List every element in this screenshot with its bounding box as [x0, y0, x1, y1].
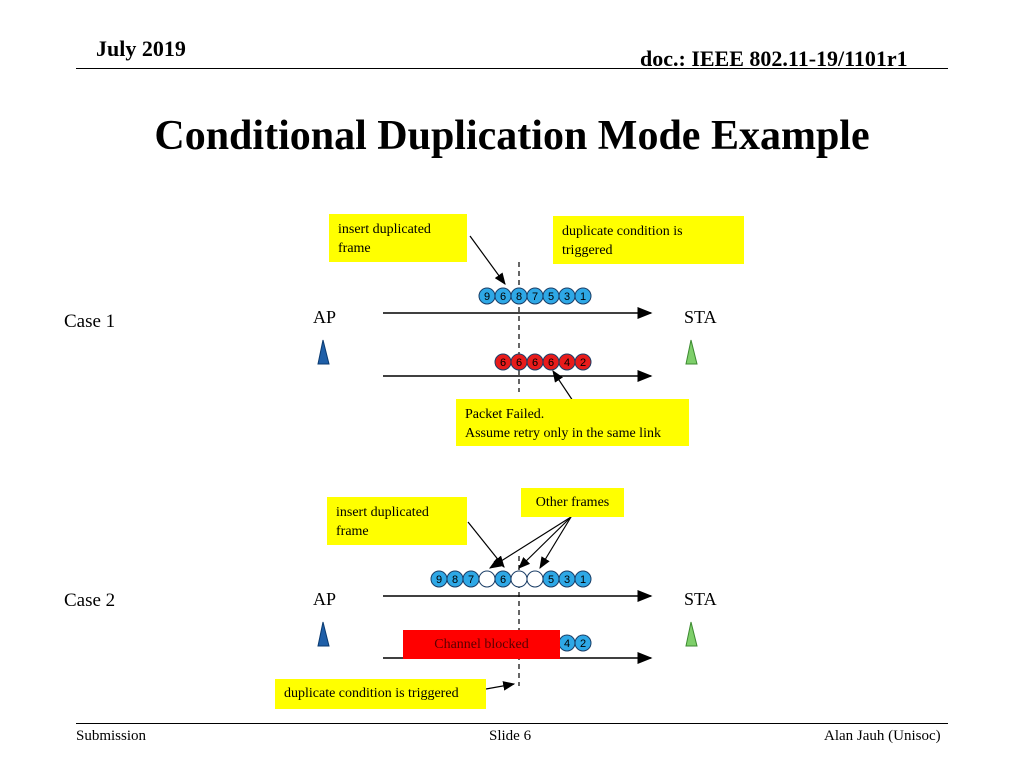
footer-author: Alan Jauh (Unisoc) [824, 728, 941, 744]
case2-link2-frame-label: 2 [580, 638, 586, 650]
case2-ap-label: AP [313, 589, 337, 609]
case1-link1-frame-label: 5 [548, 291, 554, 303]
case2-other-pointer-2 [518, 516, 572, 569]
case2-sta-antenna-icon [685, 621, 698, 647]
case2-other-pointer-3 [539, 516, 572, 570]
case1-sta-label: STA [684, 307, 717, 327]
case2-link1-frame-label: 8 [452, 574, 458, 586]
case1-link2-frame-label: 6 [500, 357, 506, 369]
case1-failed-line1: Packet Failed. [465, 407, 545, 422]
case1-link2-frame-circle [574, 353, 592, 371]
case2-link1-frame-label: 5 [548, 574, 554, 586]
case2-link1-frame-circle [478, 570, 496, 588]
case2-other-pointer-1 [488, 516, 572, 569]
case1-ap-label: AP [313, 307, 337, 327]
case1-failed-pointer [552, 370, 574, 402]
footer-rule [76, 723, 948, 724]
case1-link1-frame-label: 1 [580, 291, 586, 303]
case1-ap-antenna-icon [317, 339, 330, 365]
case2-triggered-pointer [485, 681, 516, 691]
case2-other-callout: Other frames [521, 488, 624, 517]
case1-link1-frame-label: 6 [500, 291, 506, 303]
case1-link1-frame-label: 8 [516, 291, 522, 303]
case2-link1-frame-label: 3 [564, 574, 570, 586]
footer-slide-number: Slide 6 [489, 728, 532, 744]
header-doc-id: doc.: IEEE 802.11-19/1101r1 [640, 46, 908, 71]
case2-link1-frame-circle [526, 570, 544, 588]
header-rule [76, 68, 948, 69]
case1-link1-frame-label: 9 [484, 291, 490, 303]
case1-link1-frame-label: 3 [564, 291, 570, 303]
case2-ap-antenna-icon [317, 621, 330, 647]
case2-insert-callout: insert duplicated frame [327, 497, 467, 545]
case2-link1-frame-label: 6 [500, 574, 506, 586]
case1-link2-frame-label: 4 [564, 357, 570, 369]
case2-link1-frame-label: 7 [468, 574, 474, 586]
case2-channel-blocked: Channel blocked [403, 630, 560, 659]
case1-triggered-callout: duplicate condition is triggered [553, 216, 744, 264]
case1-failed-line2: Assume retry only in the same link [465, 426, 661, 441]
case2-link2-frame-label: 4 [564, 638, 570, 650]
case2-label: Case 2 [64, 590, 116, 611]
case1-link2-frame-label: 6 [548, 357, 554, 369]
slide-title: Conditional Duplication Mode Example [154, 113, 870, 159]
case2-link2-frame-circle [574, 634, 592, 652]
footer-submission: Submission [76, 728, 147, 744]
case2-link1-frame-label: 9 [436, 574, 442, 586]
case1-link1-frame-circle [574, 287, 592, 305]
case2-link1-frame-circle [510, 570, 528, 588]
case2-triggered-callout: duplicate condition is triggered [275, 679, 486, 709]
case2-link1-frame-circle [574, 570, 592, 588]
case1-link2-frame-label: 6 [532, 357, 538, 369]
case2-sta-label: STA [684, 589, 717, 609]
case1-failed-callout: Packet Failed. Assume retry only in the … [456, 399, 689, 446]
case1-link2-frame-label: 2 [580, 357, 586, 369]
case1-insert-pointer [469, 235, 506, 285]
case1-link1-frame-label: 7 [532, 291, 538, 303]
case1-sta-antenna-icon [685, 339, 698, 365]
case2-link1-frame-label: 1 [580, 574, 586, 586]
case1-link2-frame-label: 6 [516, 357, 522, 369]
case1-label: Case 1 [64, 311, 116, 332]
case1-insert-callout: insert duplicated frame [329, 214, 467, 262]
case2-insert-pointer [467, 521, 505, 568]
header-date: July 2019 [96, 36, 186, 61]
